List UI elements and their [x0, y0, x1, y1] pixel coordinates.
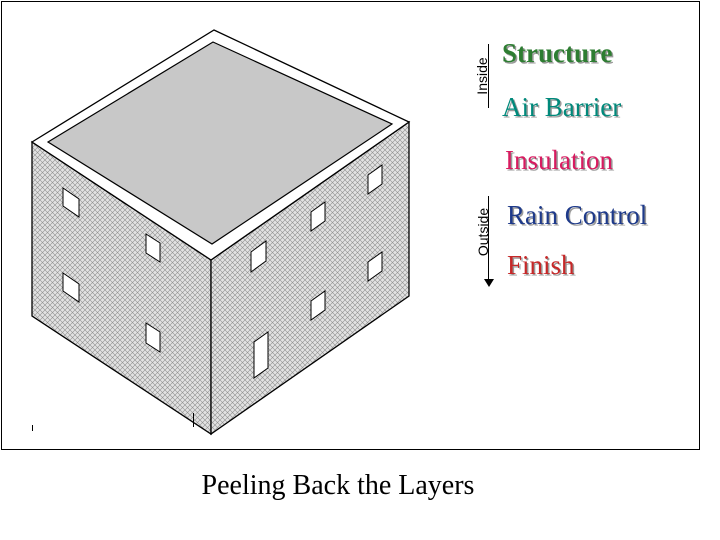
axis-line-bottom — [488, 196, 489, 280]
axis-line-top — [488, 44, 489, 108]
window — [145, 322, 161, 353]
arrow-down-icon — [484, 279, 494, 287]
layer-structure: Structure — [502, 38, 613, 68]
window — [310, 290, 326, 321]
ground-tick — [32, 425, 33, 431]
window — [367, 164, 383, 195]
window — [62, 272, 80, 303]
layer-air-barrier: Air Barrier — [502, 92, 622, 122]
layer-rain-control: Rain Control — [507, 200, 648, 230]
window — [62, 187, 80, 218]
ground-tick — [193, 413, 194, 427]
door — [253, 331, 269, 379]
window — [310, 201, 326, 232]
window — [145, 233, 161, 263]
window — [367, 251, 383, 282]
caption: Peeling Back the Layers — [201, 470, 475, 501]
window — [250, 240, 267, 273]
layer-insulation: Insulation — [505, 145, 613, 175]
layer-finish: Finish — [507, 250, 575, 280]
roof — [46, 41, 394, 245]
